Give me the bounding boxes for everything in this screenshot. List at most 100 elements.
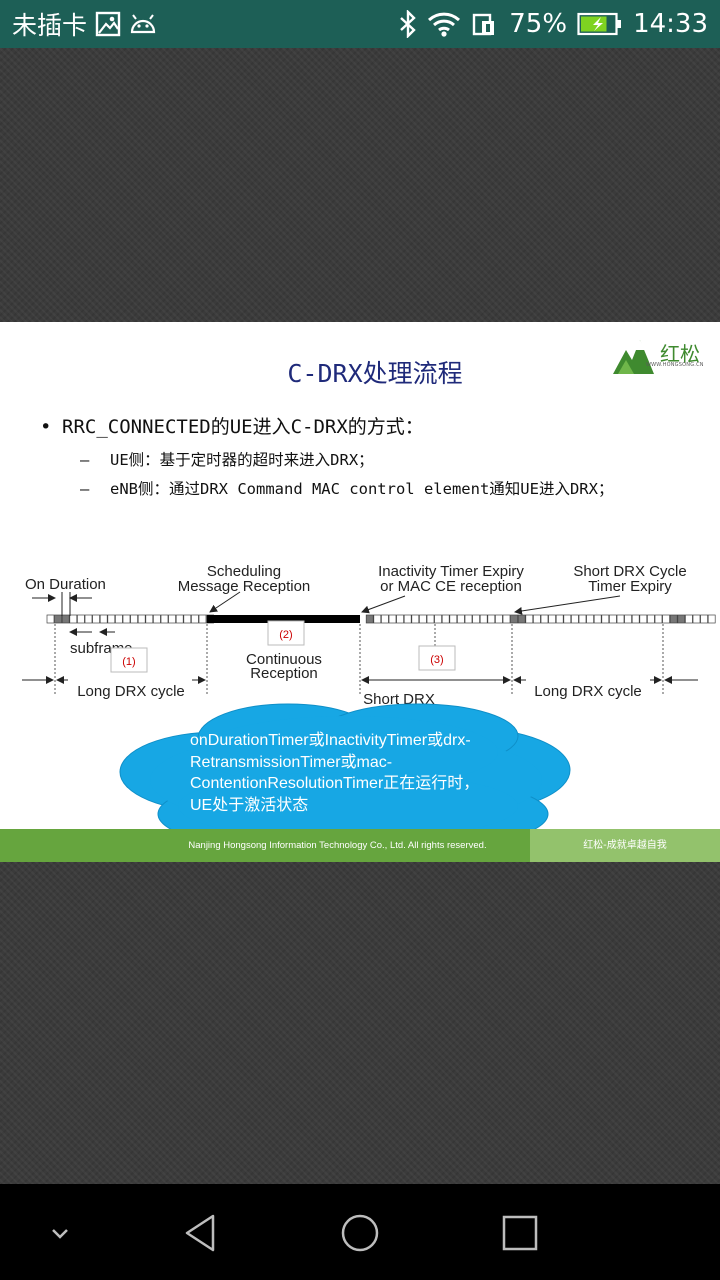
sub-item-text: UE侧：基于定时器的超时来进入DRX； bbox=[110, 451, 374, 469]
status-bar: 未插卡 75% 14:33 bbox=[0, 0, 720, 48]
callout-text: onDurationTimer或InactivityTimer或drx-Retr… bbox=[190, 732, 480, 814]
subframe-cell bbox=[601, 614, 610, 624]
subframe-cell bbox=[548, 614, 556, 624]
subframe-cell bbox=[700, 614, 708, 624]
back-icon[interactable] bbox=[175, 1208, 225, 1258]
subframe-cell bbox=[411, 614, 420, 624]
subframe-cell bbox=[647, 614, 655, 624]
subframe-cell bbox=[654, 614, 663, 624]
subframe-cell bbox=[563, 614, 572, 624]
subframe-cell bbox=[677, 614, 686, 624]
recents-icon[interactable] bbox=[495, 1208, 545, 1258]
footer-right-band bbox=[530, 829, 720, 862]
subframe-cell bbox=[46, 614, 55, 624]
bullet-dot: • bbox=[40, 416, 52, 438]
reception-label: Reception bbox=[250, 665, 318, 682]
footer-left-band bbox=[0, 829, 530, 862]
drx-diagram: On Duration Scheduling Message Reception… bbox=[22, 563, 716, 708]
long-drx-cycle-left: Long DRX cycle bbox=[77, 683, 185, 700]
subframe-cell bbox=[616, 614, 625, 624]
subframe-cell bbox=[61, 614, 70, 624]
subframe-cell bbox=[54, 614, 62, 624]
bullet-text: RRC_CONNECTED的UE进入C-DRX的方式： bbox=[62, 416, 424, 438]
android-icon bbox=[129, 13, 157, 35]
subframe-cell bbox=[381, 614, 389, 624]
logo-text: 红松 bbox=[660, 342, 700, 366]
subframe-cell bbox=[555, 614, 564, 624]
subframe-cell bbox=[593, 614, 602, 624]
subframe-cell bbox=[510, 614, 518, 624]
sub-item-ue: – UE侧：基于定时器的超时来进入DRX； bbox=[80, 448, 374, 470]
subframe-cell bbox=[145, 614, 154, 624]
subframe-cell bbox=[426, 614, 435, 624]
dash: – bbox=[80, 451, 90, 469]
subframe-cell bbox=[122, 614, 131, 624]
hongsong-logo-icon bbox=[613, 340, 654, 374]
subframe-cell bbox=[107, 614, 116, 624]
subframe-cell bbox=[639, 614, 648, 624]
subframe-cell bbox=[77, 614, 85, 624]
subframe-cell bbox=[571, 614, 579, 624]
subframe-cell bbox=[692, 614, 701, 624]
home-icon[interactable] bbox=[335, 1208, 385, 1258]
subframe-cell bbox=[586, 614, 594, 624]
subframe-cell bbox=[153, 614, 161, 624]
subframe-cell bbox=[685, 614, 693, 624]
subframe-cell bbox=[365, 614, 374, 624]
subframe-cell bbox=[115, 614, 123, 624]
subframe-cell bbox=[609, 614, 617, 624]
subframe-cell bbox=[388, 614, 397, 624]
battery-saver-icon bbox=[471, 11, 499, 37]
subframe-cell bbox=[396, 614, 404, 624]
inactivity-expiry-label: Inactivity Timer Expiry bbox=[378, 563, 524, 580]
long-drx-cycle-right: Long DRX cycle bbox=[534, 683, 642, 700]
chevron-down-icon[interactable] bbox=[35, 1208, 85, 1258]
mac-ce-reception-label: or MAC CE reception bbox=[380, 578, 522, 595]
marker-3: (3) bbox=[430, 654, 443, 666]
subframe-cell bbox=[449, 614, 458, 624]
callout-cloud bbox=[119, 703, 571, 848]
slide-title: C-DRX处理流程 bbox=[287, 359, 463, 388]
bluetooth-icon bbox=[399, 10, 417, 38]
subframe-cell bbox=[533, 614, 541, 624]
continuous-label: Continuous bbox=[246, 651, 322, 668]
navigation-bar bbox=[0, 1184, 720, 1280]
short-cycle-expiry-label: Short DRX Cycle bbox=[573, 563, 686, 580]
sim-status: 未插卡 bbox=[12, 11, 88, 40]
subframe-cell bbox=[92, 614, 100, 624]
subframe-cell bbox=[631, 614, 640, 624]
footer-slogan: 红松-成就卓越自我 bbox=[583, 840, 667, 851]
subframe-cell bbox=[624, 614, 632, 624]
subframe-cell bbox=[168, 614, 176, 624]
subframe-cell bbox=[669, 614, 678, 624]
on-duration-label: On Duration bbox=[25, 576, 106, 593]
subframe-cell bbox=[525, 614, 534, 624]
subframe-cell bbox=[419, 614, 427, 624]
sub-item-enb: – eNB侧：通过DRX Command MAC control element通… bbox=[80, 477, 613, 499]
subframe-cell bbox=[441, 614, 450, 624]
subframe-cell bbox=[130, 614, 138, 624]
timer-expiry-label: Timer Expiry bbox=[588, 578, 672, 595]
image-icon bbox=[95, 11, 121, 37]
subframe-cell bbox=[578, 614, 587, 624]
marker-2: (2) bbox=[279, 629, 292, 641]
subframe-cell bbox=[487, 614, 496, 624]
subframe-cell bbox=[373, 614, 382, 624]
subframe-cell bbox=[457, 614, 465, 624]
subframe-cell bbox=[479, 614, 488, 624]
scheduling-label: Scheduling bbox=[207, 563, 281, 580]
logo-sub: WWW.HONGSONG.CN bbox=[646, 362, 704, 368]
subframe-strip bbox=[46, 614, 716, 624]
subframe-cell bbox=[662, 614, 670, 624]
sub-item-text: eNB侧：通过DRX Command MAC control element通知… bbox=[110, 480, 614, 498]
subframe-cell bbox=[707, 614, 716, 624]
subframe-cell bbox=[69, 614, 78, 624]
battery-icon bbox=[577, 12, 623, 36]
subframe-cell bbox=[175, 614, 184, 624]
status-left: 未插卡 bbox=[12, 6, 157, 42]
marker-1: (1) bbox=[122, 656, 135, 668]
subframe-cell bbox=[191, 614, 199, 624]
dash: – bbox=[80, 480, 90, 498]
subframe-cell bbox=[502, 614, 511, 624]
subframe-cell bbox=[137, 614, 146, 624]
